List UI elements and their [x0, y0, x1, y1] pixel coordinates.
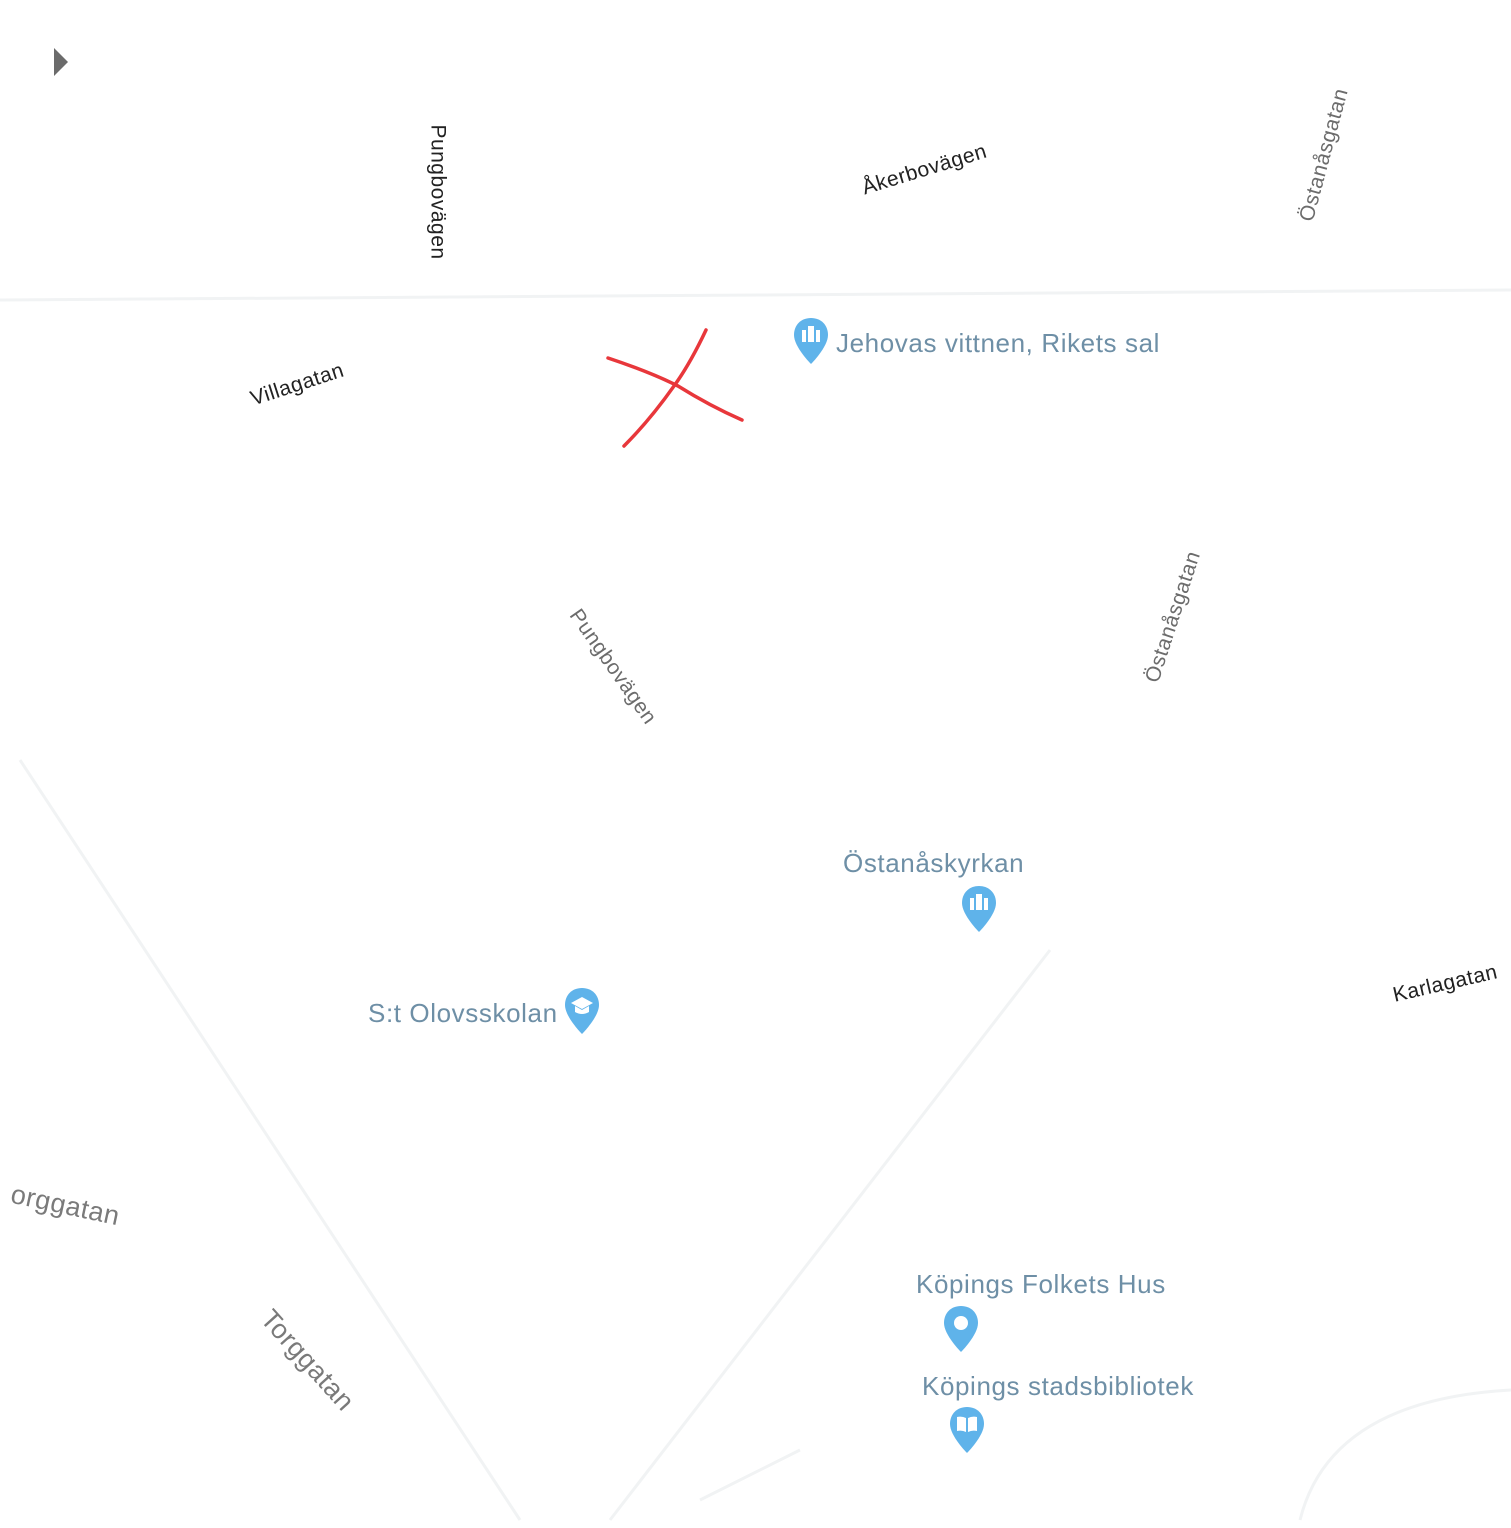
school-icon — [565, 988, 599, 1034]
road-diagonal-east — [608, 949, 1052, 1521]
road-curve-southeast — [1298, 1388, 1511, 1521]
road-horizontal-north — [0, 288, 1511, 302]
poi-label-folkets-hus[interactable]: Köpings Folkets Hus — [916, 1269, 1166, 1299]
poi-label-olovsskolan[interactable]: S:t Olovsskolan — [368, 998, 558, 1028]
poi-label-ostanaskyrkan[interactable]: Östanåskyrkan — [843, 848, 1025, 878]
triangle-right-icon — [54, 48, 68, 76]
poi-label-jehovas[interactable]: Jehovas vittnen, Rikets sal — [836, 328, 1161, 358]
road-diagonal-west — [18, 759, 522, 1521]
street-label-pungbovagen-north: Pungbovägen — [426, 124, 450, 260]
poi-pin-jehovas[interactable] — [792, 316, 830, 366]
expand-panel-button[interactable] — [40, 40, 84, 84]
red-x-mark-icon — [606, 328, 744, 448]
poi-label-stadsbibliotek[interactable]: Köpings stadsbibliotek — [922, 1371, 1194, 1401]
library-icon — [950, 1407, 984, 1453]
place-of-worship-icon — [962, 886, 996, 932]
road-minor-south — [699, 1448, 801, 1502]
location-pin-icon — [944, 1306, 978, 1352]
poi-pin-ostanaskyrkan[interactable] — [960, 884, 998, 934]
poi-pin-stadsbibliotek[interactable] — [948, 1405, 986, 1455]
poi-pin-folkets-hus[interactable] — [942, 1304, 980, 1354]
place-of-worship-icon — [794, 318, 828, 364]
poi-pin-olovsskolan[interactable] — [563, 986, 601, 1036]
